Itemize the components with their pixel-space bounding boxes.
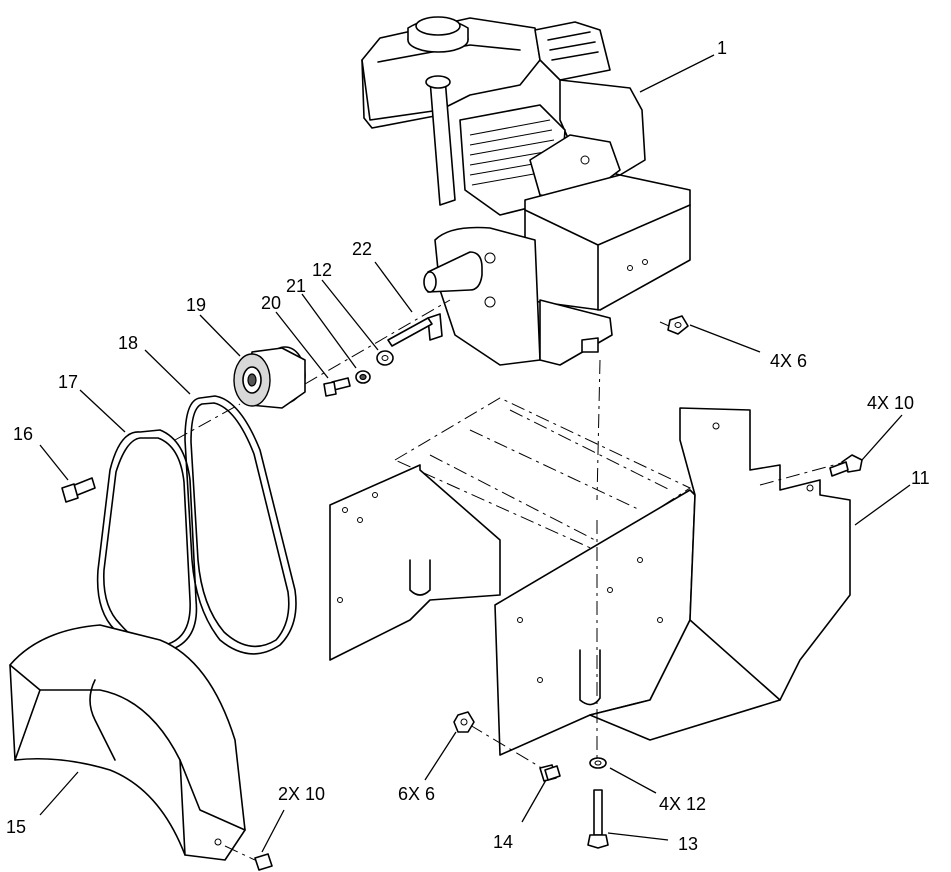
washer-part-12 [376, 350, 394, 366]
assembly-axis-pulley [174, 299, 451, 441]
belt-part-17 [96, 429, 198, 654]
callout-18: 18 [118, 333, 138, 353]
callout-13: 13 [678, 834, 698, 854]
key-part-22 [387, 317, 433, 347]
callout-6x6: 6X 6 [398, 784, 435, 804]
bolt-part-20 [323, 377, 351, 397]
callout-17: 17 [58, 372, 78, 392]
callout-21: 21 [286, 276, 306, 296]
nut-4x6 [667, 315, 689, 335]
callout-1: 1 [717, 38, 727, 58]
engine-assembly [361, 16, 691, 366]
bolt-part-14 [539, 764, 561, 782]
bolt-4x10 [829, 454, 863, 477]
callout-15: 15 [6, 817, 26, 837]
leader-lines [39, 54, 911, 853]
callout-20: 20 [261, 293, 281, 313]
pulley-part-19 [233, 346, 306, 409]
assembly-axis-engine [596, 359, 601, 501]
bolt-2x10 [224, 845, 273, 871]
bolt-part-13 [587, 789, 609, 849]
belt-part-18 [184, 395, 297, 655]
callout-2x10: 2X 10 [278, 784, 325, 804]
callout-4x6: 4X 6 [770, 351, 807, 371]
callout-16: 16 [13, 424, 33, 444]
bolt-part-16 [61, 477, 96, 503]
callout-22: 22 [352, 239, 372, 259]
callout-4x10: 4X 10 [867, 393, 914, 413]
callout-11: 11 [911, 468, 930, 488]
assembly-axis-bolt4x10 [759, 461, 846, 486]
washer-part-21 [355, 370, 371, 384]
callout-19: 19 [186, 295, 206, 315]
washer-4x12 [589, 757, 607, 769]
callout-14: 14 [493, 832, 513, 852]
callout-4x12: 4X 12 [659, 794, 706, 814]
callout-12: 12 [312, 260, 332, 280]
nut-6x6 [453, 711, 475, 733]
belt-cover-part-15 [9, 624, 246, 861]
frame-assembly [329, 397, 851, 756]
